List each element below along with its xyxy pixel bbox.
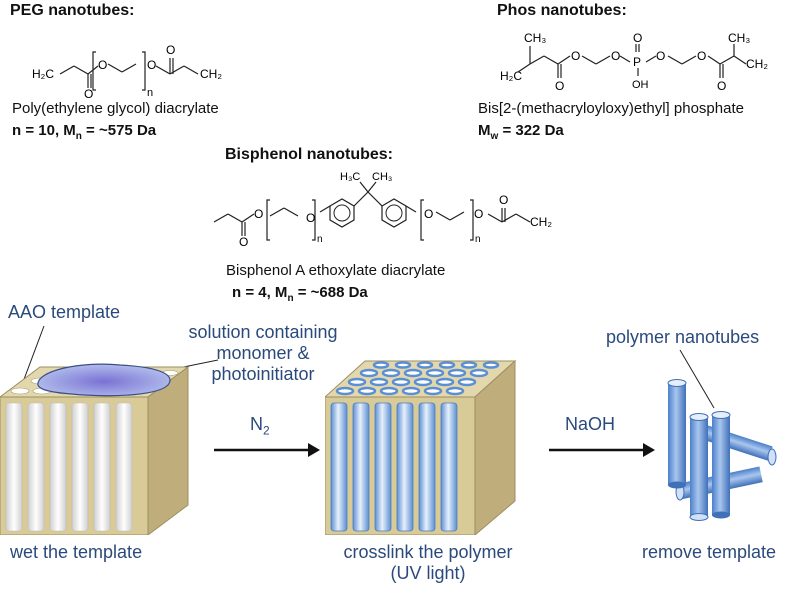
- phos-o-6: O: [697, 49, 706, 63]
- crosslink-template-block: [325, 359, 517, 535]
- bisphenol-o-2: O: [254, 207, 263, 221]
- bisphenol-ch2: CH₂: [530, 215, 552, 229]
- arrow-naoh: [549, 443, 655, 457]
- bisphenol-o-4: O: [424, 207, 433, 221]
- bisphenol-title: Bisphenol nanotubes:: [225, 146, 393, 163]
- bisphenol-n-1: n: [317, 234, 323, 245]
- solution-droplet: [37, 363, 171, 397]
- nanotube-vertical-3: [711, 411, 731, 519]
- step-wet-label: wet the template: [10, 542, 143, 562]
- peg-props: n = 10, Mn = ~575 Da: [12, 122, 157, 142]
- phos-name: Bis[2-(methacryloyloxy)ethyl] phosphate: [478, 100, 744, 117]
- peg-structure: H₂C O O O O n CH₂: [32, 43, 222, 98]
- phos-structure: CH₃ H₂C O O O O P OH O O O CH₃ CH₂: [500, 31, 768, 93]
- phos-oh: OH: [632, 79, 649, 91]
- phos-o-5: O: [656, 49, 665, 63]
- polymer-nanotubes-label: polymer nanotubes: [606, 327, 760, 347]
- phos-props: Mw = 322 Da: [478, 122, 564, 142]
- bisphenol-name: Bisphenol A ethoxylate diacrylate: [226, 262, 446, 279]
- solution-label: solution containing monomer & photoiniti…: [188, 322, 338, 384]
- bisphenol-structure: H₃C CH₃ O O O n O O n O CH₂: [213, 171, 552, 246]
- peg-name: Poly(ethylene glycol) diacrylate: [12, 100, 219, 117]
- step-crosslink-label: crosslink the polymer (UV light): [343, 542, 513, 583]
- wet-template-block: [0, 363, 190, 535]
- peg-title: PEG nanotubes:: [10, 2, 135, 19]
- polymer-nanotubes-figure: [667, 379, 777, 521]
- bisphenol-o-6: O: [499, 193, 508, 207]
- step-remove-label: remove template: [641, 542, 777, 562]
- peg-ch2: CH₂: [200, 67, 222, 81]
- phos-o-3: O: [611, 49, 620, 63]
- n2-label: N2: [250, 414, 270, 438]
- bisphenol-o-1: O: [239, 235, 248, 246]
- naoh-label: NaOH: [565, 414, 616, 434]
- phos-ch3-right: CH₃: [728, 31, 750, 45]
- phos-p: P: [633, 55, 641, 69]
- phos-ch2: CH₂: [746, 57, 768, 71]
- arrow-n2: [214, 443, 320, 457]
- bisphenol-h3c: H₃C: [340, 171, 360, 183]
- peg-h2c: H₂C: [32, 67, 54, 81]
- phos-title: Phos nanotubes:: [497, 2, 627, 19]
- phos-ch3-left: CH₃: [524, 31, 546, 45]
- phos-o-1: O: [555, 79, 564, 93]
- peg-o-carbonyl-2: O: [166, 43, 175, 57]
- peg-repeat-n: n: [147, 87, 153, 98]
- phos-o-2: O: [571, 49, 580, 63]
- nanotube-horizontal-2: [699, 424, 777, 466]
- bisphenol-o-3: O: [306, 211, 315, 225]
- phos-o-7: O: [717, 79, 726, 93]
- nanotube-vertical-1: [667, 379, 687, 489]
- aao-template-label: AAO template: [8, 302, 121, 322]
- phos-h2c: H₂C: [500, 69, 522, 83]
- bisphenol-n-2: n: [475, 234, 481, 245]
- bisphenol-ch3: CH₃: [372, 171, 392, 183]
- peg-o-ether-2: O: [147, 58, 156, 72]
- nanotube-vertical-2: [689, 413, 709, 521]
- bisphenol-o-5: O: [474, 207, 483, 221]
- peg-o-ether-1: O: [98, 58, 107, 72]
- bisphenol-props: n = 4, Mn = ~688 Da: [232, 284, 368, 304]
- phos-o-4: O: [633, 31, 642, 45]
- polymer-leader-line: [679, 349, 715, 409]
- peg-o-carbonyl-1: O: [84, 87, 93, 98]
